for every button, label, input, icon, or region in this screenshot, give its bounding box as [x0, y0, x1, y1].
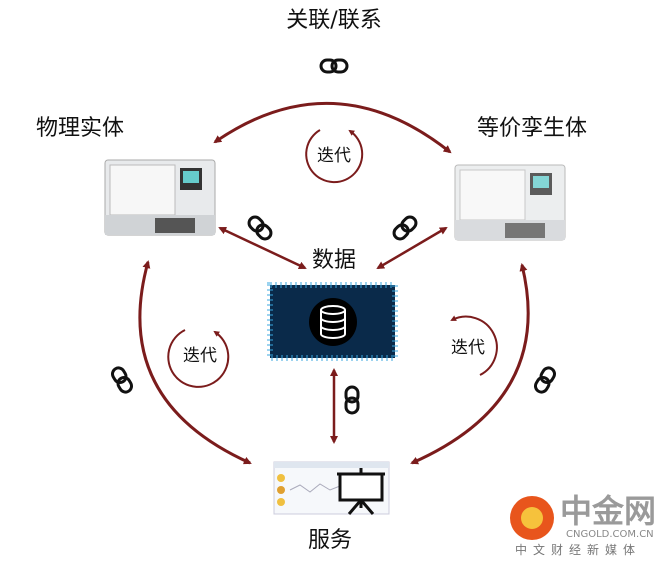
watermark-name: 中金网 — [560, 492, 657, 530]
iteration-cycle-right — [450, 315, 498, 376]
watermark-domain: CNGOLD.COM.CN — [566, 529, 654, 540]
top-arc-arrow — [213, 101, 452, 154]
node-service: 服务 — [307, 528, 353, 553]
link-icon — [531, 364, 559, 396]
iteration-label: 迭代 — [451, 338, 485, 358]
node-physical-entity: 物理实体 — [35, 116, 125, 141]
iteration-label: 迭代 — [317, 146, 351, 166]
right-arc-arrow — [410, 263, 530, 465]
presentation-icon — [337, 468, 385, 515]
node-data: 数据 — [311, 248, 357, 273]
title: 关联/联系 — [286, 8, 382, 33]
watermark-tagline: 中文财经新媒体 — [515, 543, 642, 557]
physical-data-arrow — [218, 226, 307, 270]
link-icon — [344, 385, 360, 415]
physical-machine-image — [104, 159, 216, 236]
node-digital-twin: 等价孪生体 — [476, 116, 588, 141]
twin-machine-image — [454, 164, 566, 241]
data-image — [267, 282, 398, 361]
link-icon — [108, 364, 136, 396]
link-icon — [390, 213, 420, 243]
iteration-cycle-left — [167, 329, 230, 388]
link-icon — [319, 58, 349, 74]
left-arc-arrow — [138, 260, 252, 465]
link-icon — [245, 213, 275, 243]
twin-data-arrow — [376, 226, 448, 270]
iteration-cycle-top — [305, 129, 364, 184]
watermark-logo — [510, 496, 554, 540]
iteration-label: 迭代 — [183, 346, 217, 366]
service-image — [273, 461, 390, 515]
